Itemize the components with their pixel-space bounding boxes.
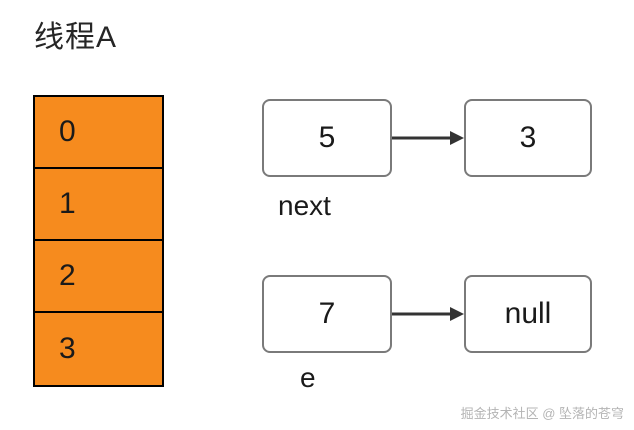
table-row: 3 — [35, 313, 162, 385]
label-next: next — [278, 190, 331, 221]
table-row: 1 — [35, 169, 162, 241]
watermark: 掘金技术社区 @ 坠落的苍穹 — [460, 406, 624, 421]
arrow-right-icon — [392, 307, 464, 321]
node-row2-to: null — [464, 275, 592, 353]
hash-bucket-array: 0 1 2 3 — [33, 95, 164, 387]
node-row1-from: 5 — [262, 99, 392, 177]
page-title: 线程A — [34, 21, 118, 54]
node-row2-from: 7 — [262, 275, 392, 353]
table-row: 0 — [35, 97, 162, 169]
node-row1-to: 3 — [464, 99, 592, 177]
arrow-right-icon — [392, 131, 464, 145]
table-row: 2 — [35, 241, 162, 313]
label-e: e — [300, 362, 316, 393]
